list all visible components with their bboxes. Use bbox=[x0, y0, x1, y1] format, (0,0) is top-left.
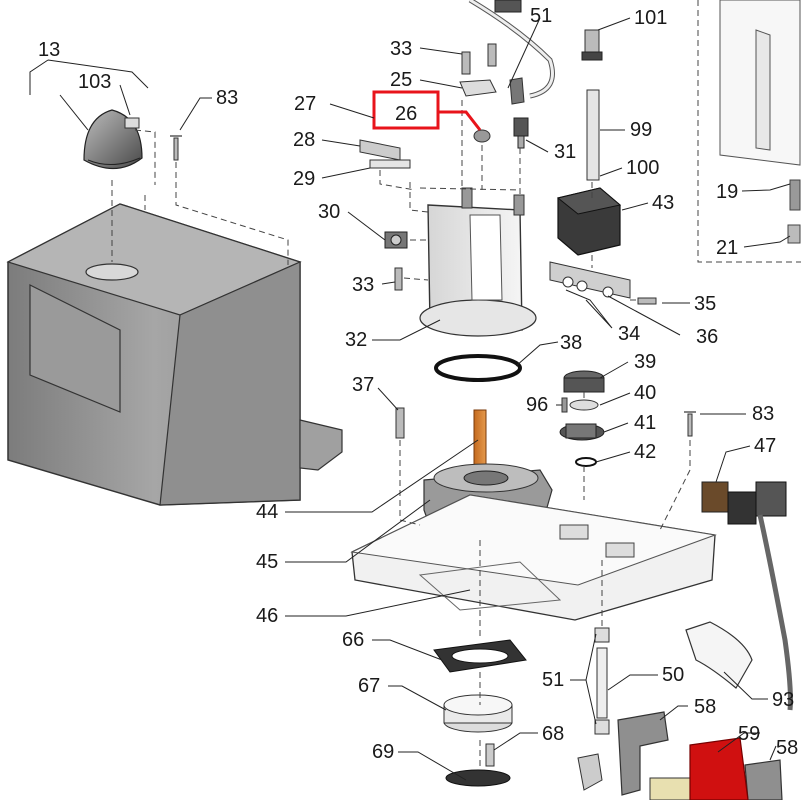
callout-45: 45 bbox=[256, 551, 278, 573]
part-screw-35 bbox=[637, 297, 657, 305]
part-side-panel bbox=[719, 0, 801, 244]
callout-21: 21 bbox=[716, 237, 738, 259]
part-solenoid-59 bbox=[649, 737, 749, 800]
callout-30: 30 bbox=[318, 201, 340, 223]
part-boiler bbox=[419, 187, 537, 337]
callout-labels: 13 103 83 27 28 29 33 25 26 51 101 31 99… bbox=[38, 5, 798, 763]
callout-33b: 33 bbox=[352, 274, 374, 296]
part-clip-93 bbox=[685, 621, 753, 689]
callout-34: 34 bbox=[618, 323, 640, 345]
part-tube-50 bbox=[594, 627, 610, 735]
callout-42: 42 bbox=[634, 441, 656, 463]
part-screw-37 bbox=[395, 407, 405, 439]
callout-83a: 83 bbox=[216, 87, 238, 109]
callout-68: 68 bbox=[542, 723, 564, 745]
part-screw-96 bbox=[561, 397, 568, 413]
callout-38: 38 bbox=[560, 332, 582, 354]
callout-43: 43 bbox=[652, 192, 674, 214]
callout-96: 96 bbox=[526, 394, 548, 416]
callout-35: 35 bbox=[694, 293, 716, 315]
callout-27: 27 bbox=[294, 93, 316, 115]
part-housing bbox=[6, 203, 343, 506]
callout-50: 50 bbox=[662, 664, 684, 686]
part-pump-bracket bbox=[549, 261, 631, 299]
callout-39: 39 bbox=[634, 351, 656, 373]
callout-46: 46 bbox=[256, 605, 278, 627]
part-valve-39 bbox=[563, 370, 605, 393]
callout-26: 26 bbox=[395, 103, 417, 125]
part-bracket-28 bbox=[359, 139, 411, 169]
part-connector-47 bbox=[701, 481, 793, 711]
part-screw-83a bbox=[170, 135, 182, 161]
part-pump bbox=[556, 29, 622, 256]
callout-67: 67 bbox=[358, 675, 380, 697]
callout-19: 19 bbox=[716, 181, 738, 203]
callout-93: 93 bbox=[772, 689, 794, 711]
callout-33a: 33 bbox=[390, 38, 412, 60]
callout-41: 41 bbox=[634, 412, 656, 434]
callout-37: 37 bbox=[352, 374, 374, 396]
callout-36: 36 bbox=[696, 326, 718, 348]
callout-66: 66 bbox=[342, 629, 364, 651]
callout-101: 101 bbox=[634, 7, 667, 29]
callout-32: 32 bbox=[345, 329, 367, 351]
part-washer-40 bbox=[569, 399, 599, 411]
callout-59: 59 bbox=[738, 723, 760, 745]
callout-58b: 58 bbox=[776, 737, 798, 759]
part-bracket-58a bbox=[617, 711, 669, 796]
part-base-plate bbox=[350, 494, 717, 621]
callout-28: 28 bbox=[293, 129, 315, 151]
part-top-block bbox=[494, 0, 522, 13]
part-label-plate bbox=[124, 117, 140, 129]
part-screw-33b bbox=[394, 267, 403, 291]
callout-69: 69 bbox=[372, 741, 394, 763]
part-seal-26 bbox=[473, 129, 491, 143]
callout-83b: 83 bbox=[752, 403, 774, 425]
callout-103: 103 bbox=[78, 71, 111, 93]
callout-29: 29 bbox=[293, 168, 315, 190]
part-thermal-fuse-30 bbox=[384, 231, 408, 249]
part-thermostat-25 bbox=[459, 43, 525, 105]
part-spring-68 bbox=[485, 743, 495, 767]
callout-58a: 58 bbox=[694, 696, 716, 718]
part-valve-41 bbox=[559, 423, 605, 441]
part-sensor-31 bbox=[513, 117, 529, 149]
assembly-guides bbox=[111, 100, 691, 770]
highlight-part-26 bbox=[372, 90, 482, 131]
callout-40: 40 bbox=[634, 382, 656, 404]
part-oring-42 bbox=[575, 457, 597, 467]
part-screw-83b bbox=[684, 411, 696, 437]
part-bracket-58b bbox=[744, 759, 783, 800]
callout-47: 47 bbox=[754, 435, 776, 457]
callout-51b: 51 bbox=[542, 669, 564, 691]
callout-100: 100 bbox=[626, 157, 659, 179]
callout-99: 99 bbox=[630, 119, 652, 141]
part-filter-69 bbox=[445, 769, 511, 787]
callout-44: 44 bbox=[256, 501, 278, 523]
callout-13: 13 bbox=[38, 39, 60, 61]
callout-25: 25 bbox=[390, 69, 412, 91]
part-disk-67 bbox=[443, 694, 513, 733]
part-pipe-44 bbox=[473, 409, 487, 466]
callout-31: 31 bbox=[554, 141, 576, 163]
part-fitting bbox=[577, 753, 603, 791]
callout-51a: 51 bbox=[530, 5, 552, 27]
leader-lines bbox=[29, 17, 791, 781]
detail-region-border bbox=[697, 0, 801, 263]
part-oring-38 bbox=[434, 354, 522, 382]
